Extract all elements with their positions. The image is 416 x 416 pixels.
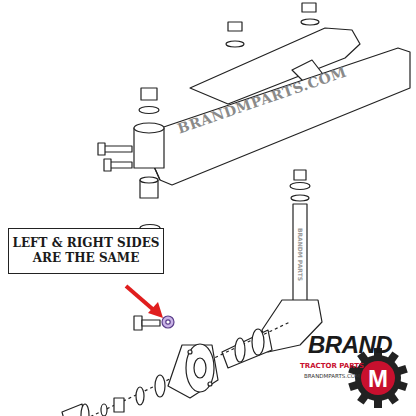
logo-text: BRAND [308, 331, 392, 359]
bolt-head [134, 316, 142, 330]
cotter-pin [101, 404, 107, 416]
nut [302, 3, 316, 12]
pointer-arrow [126, 286, 156, 312]
hub [168, 345, 218, 398]
logo-letter: M [368, 365, 388, 393]
dust-cap [62, 404, 88, 416]
bushing [141, 88, 157, 100]
bolt [142, 320, 160, 326]
housing-top [134, 123, 164, 133]
thrust-bearing [291, 195, 309, 201]
seal [235, 338, 245, 362]
bolt [104, 146, 132, 152]
spindle-shaft [293, 204, 307, 304]
washer-hole [166, 320, 170, 324]
washer [226, 41, 244, 47]
stub-axle [222, 330, 272, 368]
washer [136, 387, 144, 405]
highlighted-washer [162, 316, 174, 328]
washer [301, 19, 319, 25]
seal [139, 107, 159, 114]
bushing-top [140, 177, 158, 183]
washer [290, 183, 310, 190]
note-text: LEFT & RIGHT SIDES ARE THE SAME [9, 236, 163, 266]
watermark: BRANDM PARTS [297, 227, 304, 280]
hub-bore [194, 358, 206, 378]
kingpin-housing [134, 128, 164, 168]
note-box: LEFT & RIGHT SIDES ARE THE SAME [8, 228, 164, 274]
bearing [155, 375, 165, 397]
bolt-head [98, 143, 105, 155]
arrow-head [148, 302, 163, 318]
hub-flange [186, 344, 214, 392]
axle-beam [140, 48, 410, 185]
nut [228, 22, 242, 31]
axis-line [58, 322, 290, 416]
logo-url: BRANDMPARTS.COM [304, 373, 360, 379]
bolt-head [104, 159, 111, 171]
nut [114, 398, 124, 412]
gear-body [355, 355, 401, 401]
stud-hole [188, 350, 192, 354]
stud-hole [208, 382, 212, 386]
bolt [110, 162, 132, 168]
logo-subtitle: TRACTOR PARTS [300, 362, 364, 370]
dust-cap-rim [81, 404, 89, 416]
bearing [252, 329, 264, 355]
gear-center [361, 361, 395, 395]
nut [294, 170, 306, 180]
